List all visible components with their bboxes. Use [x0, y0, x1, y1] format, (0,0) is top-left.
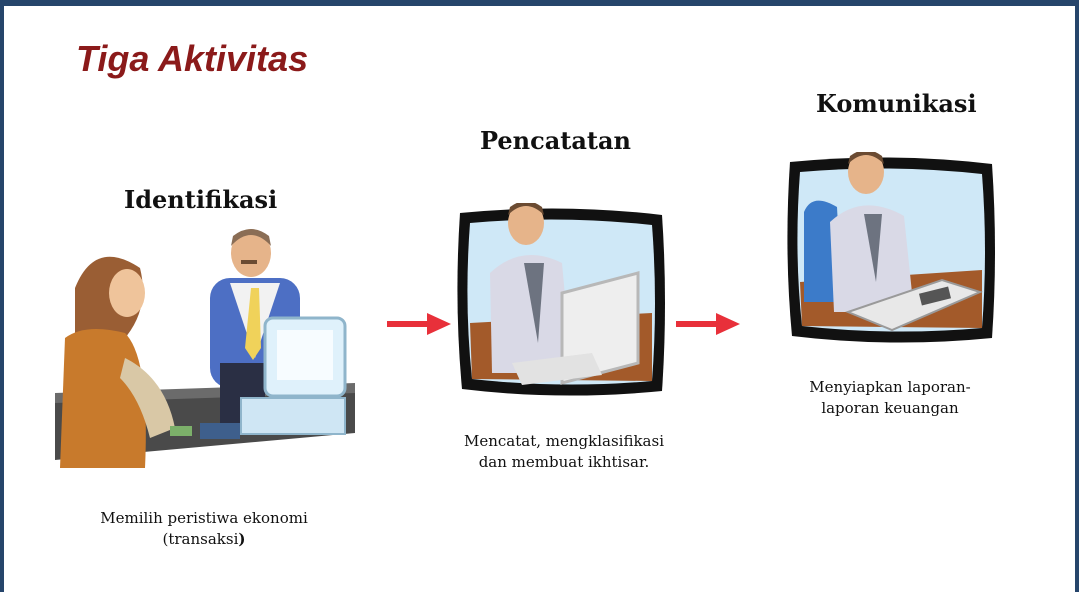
step-caption-komunikasi: Menyiapkan laporan- laporan keuangan: [790, 377, 990, 419]
step-caption-pencatatan: Mencatat, mengklasifikasi dan membuat ik…: [432, 431, 696, 473]
step-caption-identifikasi: Memilih peristiwa ekonomi (transaksi): [79, 508, 329, 550]
caption-line: Memilih peristiwa ekonomi: [100, 509, 308, 527]
step-heading-pencatatan: Pencatatan: [480, 126, 632, 155]
caption-line: Mencatat, mengklasifikasi: [464, 432, 664, 450]
slide-title: Tiga Aktivitas: [76, 38, 309, 79]
caption-line: Menyiapkan laporan-: [809, 378, 971, 396]
right-arrow-icon: [387, 313, 451, 335]
step-heading-komunikasi: Komunikasi: [816, 89, 977, 118]
caption-line: laporan keuangan: [821, 399, 959, 417]
caption-line: dan membuat ikhtisar.: [478, 453, 650, 471]
cashier-scene-illustration: [55, 229, 355, 468]
step-heading-identifikasi: Identifikasi: [124, 185, 278, 214]
typing-clerk-illustration: [457, 203, 665, 396]
caption-line-part: (transaksi: [162, 530, 239, 548]
writing-clerk-illustration: [787, 152, 995, 343]
caption-line: (transaksi): [79, 529, 329, 550]
right-arrow-icon: [676, 313, 740, 335]
caption-line-bold: ): [238, 530, 246, 548]
